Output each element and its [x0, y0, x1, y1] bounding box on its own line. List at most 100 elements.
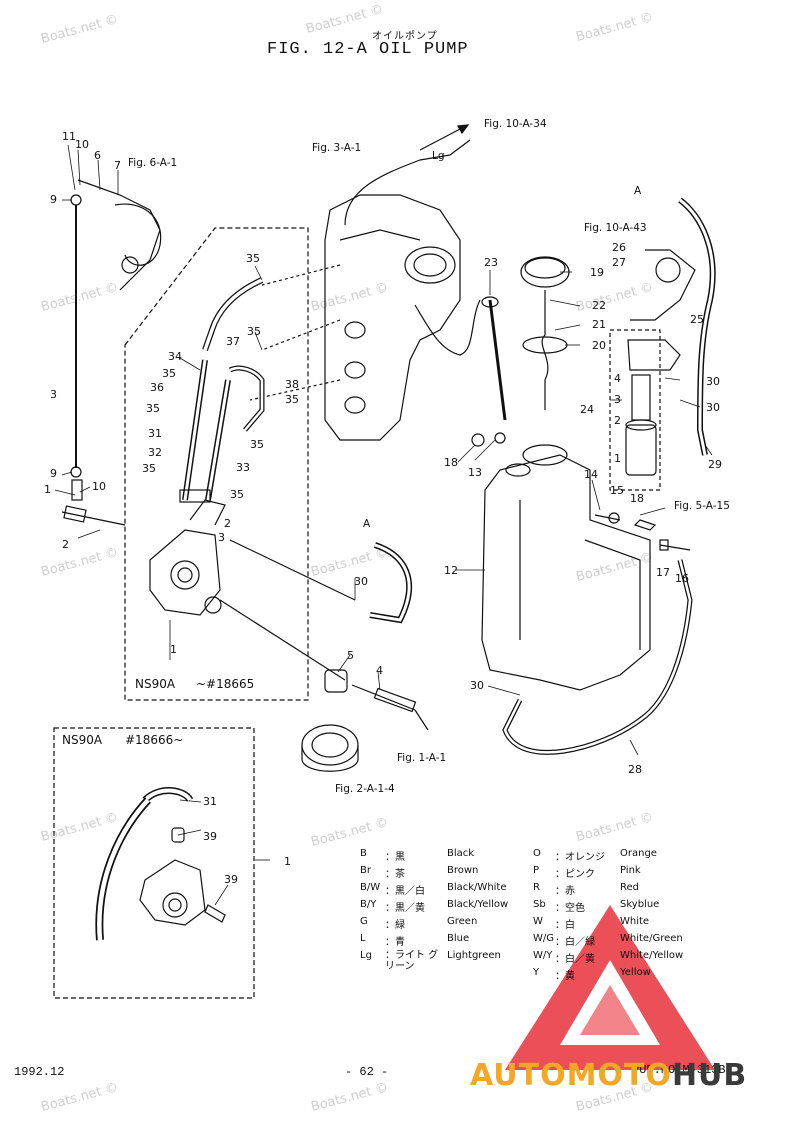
- footer-date: 1992.12: [14, 1065, 65, 1079]
- callout: 35: [285, 393, 299, 406]
- callout: 9: [50, 193, 57, 206]
- legend-code: R: [533, 882, 540, 893]
- ref-fig-5-a-15: Fig. 5-A-15: [674, 500, 730, 512]
- ref-fig-2-a-1-4: Fig. 2-A-1-4: [335, 783, 395, 795]
- box-ns90a-late: [53, 727, 255, 999]
- callout: 32: [148, 446, 162, 459]
- legend-en: Skyblue: [620, 899, 660, 910]
- brand-auto: AUTOMOTO: [470, 1058, 672, 1093]
- oil-pump: [149, 499, 226, 616]
- callout: 1: [44, 483, 51, 496]
- legend-code: P: [533, 865, 540, 876]
- legend-en: Red: [620, 882, 639, 893]
- callout: 37: [226, 335, 240, 348]
- callout: 6: [94, 149, 101, 162]
- callout: 28: [628, 763, 642, 776]
- oil-pump-late: [95, 787, 226, 941]
- callout: 31: [148, 427, 162, 440]
- callout: 35: [250, 438, 264, 451]
- callout: 35: [246, 252, 260, 265]
- page-title-japanese: オイルポンプ: [372, 31, 438, 42]
- legend-jp: ：茶: [385, 869, 405, 880]
- callout: 17: [656, 566, 670, 579]
- callout: 39: [203, 830, 217, 843]
- ref-a-top: A: [634, 185, 642, 197]
- callout: 1: [170, 643, 177, 656]
- callout: 3: [614, 393, 621, 406]
- callout: 10: [75, 138, 89, 151]
- legend-jp: ：ピンク: [555, 869, 595, 880]
- legend-jp: ：緑: [385, 920, 405, 931]
- callout: 27: [612, 256, 626, 269]
- legend-jp: ：黒／白: [385, 886, 425, 897]
- callout: 31: [203, 795, 217, 808]
- callout: 19: [590, 266, 604, 279]
- callout: 38: [285, 378, 299, 391]
- box-bottom-serial: #18666~: [125, 733, 184, 747]
- legend-jp: ：空色: [555, 903, 585, 914]
- callout: 25: [690, 313, 704, 326]
- legend-en: Orange: [620, 848, 657, 859]
- legend-en: Yellow: [620, 967, 651, 978]
- box-bottom-model: NS90A: [62, 733, 103, 747]
- legend-en: Green: [447, 916, 478, 927]
- brand-logo-text: AUTOMOTOHUB: [470, 1058, 747, 1093]
- legend-code: B/W: [360, 882, 381, 893]
- legend-code: L: [360, 933, 366, 944]
- callout: 15: [610, 484, 624, 497]
- ref-fig-1-a-1: Fig. 1-A-1: [397, 752, 447, 764]
- legend-jp: ：黒／黄: [385, 903, 425, 914]
- callout: 18: [444, 456, 458, 469]
- callout: 36: [150, 381, 164, 394]
- callout: 12: [444, 564, 458, 577]
- legend-jp: ：白: [555, 920, 575, 931]
- legend-jp: ：白／黄: [555, 954, 595, 965]
- ref-fig-3-a-1: Fig. 3-A-1: [312, 142, 362, 154]
- callout: 30: [706, 401, 720, 414]
- ref-fig-10-a-34: Fig. 10-A-34: [484, 118, 547, 130]
- legend-jp: ：白／緑: [555, 937, 595, 948]
- callout: 30: [354, 575, 368, 588]
- hose-group: [179, 359, 231, 503]
- callout: 35: [146, 402, 160, 415]
- callout: 30: [706, 375, 720, 388]
- callout: 16: [675, 572, 689, 585]
- callout: 11: [62, 130, 76, 143]
- oil-filter-assembly: [625, 249, 696, 476]
- callout: 7: [114, 159, 121, 172]
- legend-code: Lg: [360, 950, 372, 961]
- legend-en: Lightgreen: [447, 950, 501, 961]
- callout: 24: [580, 403, 594, 416]
- legend-code: O: [533, 848, 541, 859]
- legend-jp: ：黄: [555, 971, 575, 982]
- legend-en: White/Green: [620, 933, 683, 944]
- legend-en: White/Yellow: [620, 950, 684, 961]
- callout: 35: [230, 488, 244, 501]
- legend-code: B/Y: [360, 899, 377, 910]
- legend-code: G: [360, 916, 368, 927]
- callout: 35: [247, 325, 261, 338]
- legend-code: W: [533, 916, 543, 927]
- legend-en: Black/White: [447, 882, 507, 893]
- brand-logo-mark: [505, 905, 715, 1070]
- callout: 2: [62, 538, 69, 551]
- legend-en: Black/Yellow: [447, 899, 509, 910]
- ref-a-mid: A: [363, 518, 371, 530]
- callout: 4: [376, 664, 383, 677]
- legend-en: Brown: [447, 865, 479, 876]
- engine-block: [324, 139, 481, 441]
- callout: 2: [224, 517, 231, 530]
- callout: 14: [584, 468, 598, 481]
- page-title: FIG. 12-A OIL PUMP: [267, 40, 469, 59]
- ref-fig-6-a-1: Fig. 6-A-1: [128, 157, 178, 169]
- callout: 10: [92, 480, 106, 493]
- legend-code: B: [360, 848, 367, 859]
- legend-jp: ：赤: [555, 886, 575, 897]
- legend-code: Sb: [533, 899, 546, 910]
- callout: 1: [614, 452, 621, 465]
- legend-en: Blue: [447, 933, 470, 944]
- callout: 18: [630, 492, 644, 505]
- brand-hub: HUB: [671, 1058, 748, 1093]
- callout: 26: [612, 241, 626, 254]
- legend-jp: ：オレンジ: [555, 852, 605, 863]
